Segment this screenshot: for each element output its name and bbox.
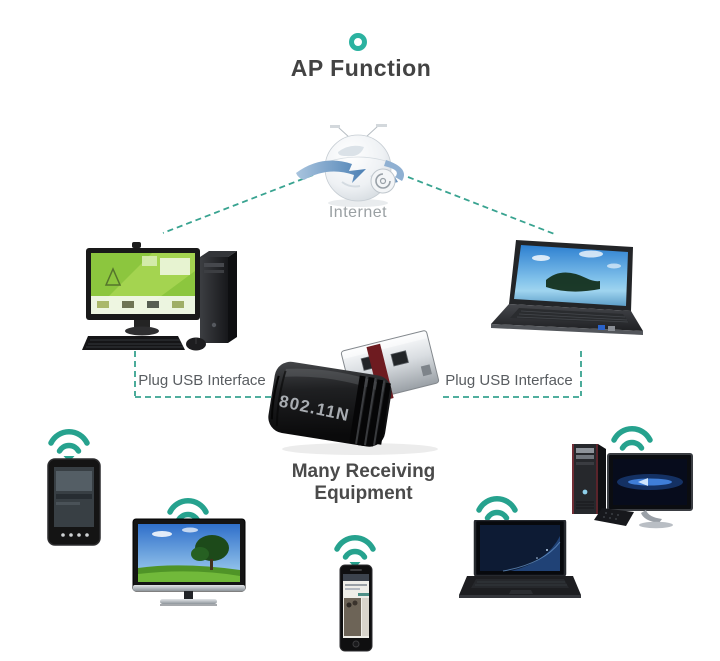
receiving-caption: Many Receiving Equipment xyxy=(291,461,436,505)
desktop-computer-icon xyxy=(82,242,237,351)
teal-ring-icon xyxy=(349,33,367,51)
desktop-small-icon xyxy=(572,444,693,529)
adapter-body: 802.11N xyxy=(268,361,392,447)
plug-usb-label-right: Plug USB Interface xyxy=(445,372,573,389)
laptop-small-icon xyxy=(459,520,581,598)
tv-icon xyxy=(132,518,246,606)
internet-label: Internet xyxy=(328,204,388,221)
wifi-icon xyxy=(48,429,90,462)
page-title: AP Function xyxy=(290,55,432,81)
tower-small xyxy=(572,444,598,514)
tower-case xyxy=(200,257,228,343)
webcam-icon xyxy=(132,242,141,248)
keyboard-small xyxy=(594,508,634,526)
laptop-icon xyxy=(491,240,643,335)
keyboard xyxy=(82,336,185,350)
plug-usb-label-left: Plug USB Interface xyxy=(138,372,266,389)
tablet-icon xyxy=(47,458,101,546)
dash-internet-to-desktop xyxy=(162,174,314,234)
wifi-icon xyxy=(334,535,376,568)
internet-globe-icon xyxy=(296,124,404,207)
dash-internet-to-laptop xyxy=(407,176,558,236)
smartphone-icon xyxy=(339,564,373,652)
usb-wifi-adapter-image: 802.11N xyxy=(268,330,440,455)
